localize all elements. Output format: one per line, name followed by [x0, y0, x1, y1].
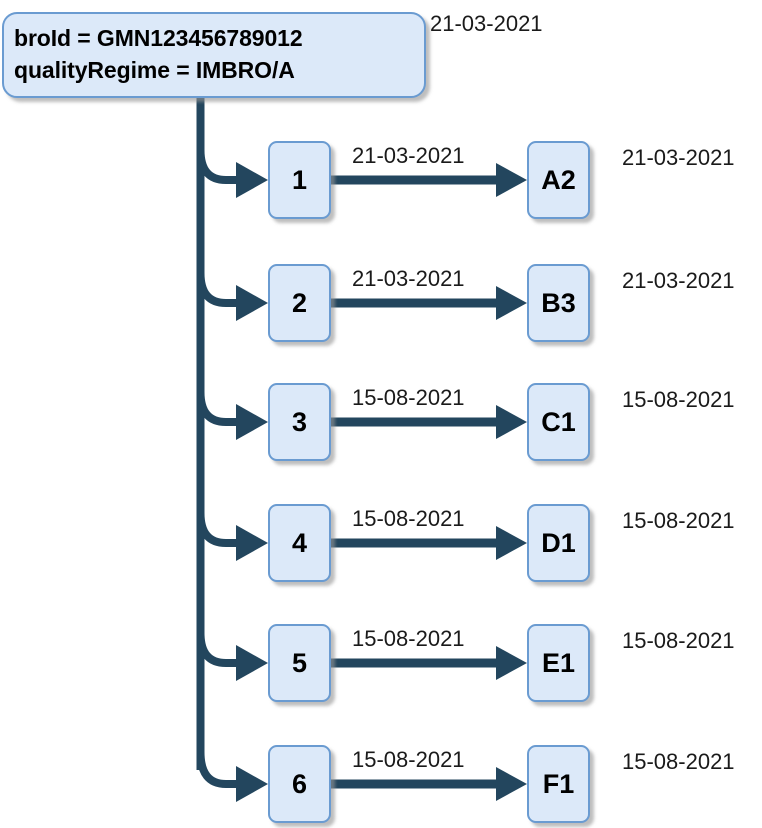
root-date-label: 21-03-2021: [430, 11, 543, 36]
result-node-label: E1: [541, 647, 576, 678]
result-node-5[interactable]: E1: [527, 624, 590, 702]
result-node-label: A2: [541, 164, 576, 195]
result-arrows: [331, 163, 527, 801]
edge-date-label-2: 21-03-2021: [352, 266, 465, 291]
result-date-label-5: 15-08-2021: [622, 628, 735, 653]
stage-node-label: 2: [291, 287, 308, 318]
edge-date-label-6: 15-08-2021: [352, 747, 465, 772]
result-node-label: B3: [541, 287, 576, 318]
stage-node-3[interactable]: 3: [268, 383, 331, 461]
root-node-line-broid: broId = GMN123456789012: [14, 25, 303, 51]
edge-date-label-4: 15-08-2021: [352, 506, 465, 531]
result-node-3[interactable]: C1: [527, 383, 590, 461]
result-node-2[interactable]: B3: [527, 264, 590, 342]
edge-date-label-1: 21-03-2021: [352, 143, 465, 168]
stage-node-label: 3: [291, 406, 308, 437]
edge-date-label-5: 15-08-2021: [352, 626, 465, 651]
result-node-label: C1: [541, 406, 576, 437]
root-node-line-qualityregime: qualityRegime = IMBRO/A: [14, 57, 295, 83]
result-node-1[interactable]: A2: [527, 141, 590, 219]
result-date-label-6: 15-08-2021: [622, 749, 735, 774]
result-node-label: F1: [542, 768, 575, 799]
stage-node-1[interactable]: 1: [268, 141, 331, 219]
stage-node-label: 5: [291, 647, 308, 678]
stage-node-2[interactable]: 2: [268, 264, 331, 342]
result-date-label-1: 21-03-2021: [622, 145, 735, 170]
result-node-6[interactable]: F1: [527, 745, 590, 823]
result-node-4[interactable]: D1: [527, 504, 590, 582]
result-date-label-3: 15-08-2021: [622, 387, 735, 412]
stage-node-5[interactable]: 5: [268, 624, 331, 702]
stage-node-6[interactable]: 6: [268, 745, 331, 823]
stage-node-label: 4: [291, 527, 308, 558]
result-date-label-2: 21-03-2021: [622, 268, 735, 293]
edge-date-label-3: 15-08-2021: [352, 385, 465, 410]
branch-elbows: [196, 149, 268, 802]
root-node[interactable]: broId = GMN123456789012 qualityRegime = …: [2, 12, 426, 98]
result-node-label: D1: [541, 527, 576, 558]
stage-node-4[interactable]: 4: [268, 504, 331, 582]
stage-node-label: 6: [291, 768, 308, 799]
stage-node-label: 1: [291, 164, 308, 195]
result-date-label-4: 15-08-2021: [622, 508, 735, 533]
